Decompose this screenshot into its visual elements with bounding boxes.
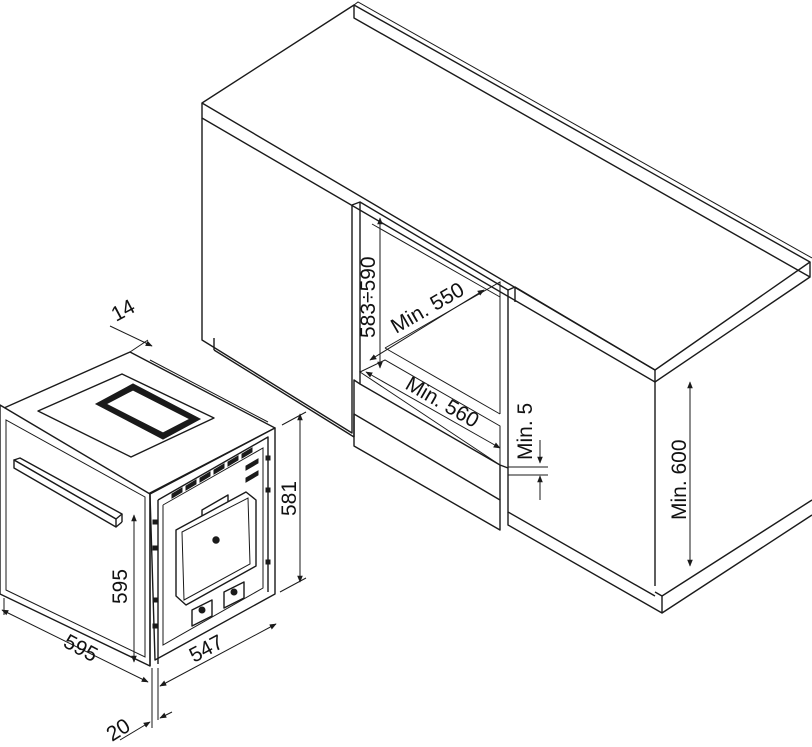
label-floor-height: Min. 600: [668, 439, 691, 520]
label-niche-depth: Min. 560: [402, 372, 483, 432]
worktop-front: [201, 103, 656, 383]
label-oven-height-front: 595: [109, 569, 132, 604]
vent-slots: [171, 447, 259, 499]
worktop-edge: [353, 5, 811, 278]
kitchen-cabinet: [201, 1, 812, 614]
oven-cavity-back: [175, 491, 257, 606]
label-door-thickness: 20: [102, 714, 134, 746]
side-pins: [152, 455, 271, 629]
dimension-lines: [1, 217, 693, 741]
label-gap-below-niche: Min. 5: [514, 403, 537, 460]
oven-feet: [191, 581, 245, 627]
worktop-top: [201, 4, 811, 371]
cabinet-left-door: [201, 118, 353, 434]
cabinet-drawer: [353, 413, 501, 520]
built-in-oven: [0, 351, 276, 667]
label-oven-offset-top: 14: [108, 295, 140, 326]
label-niche-height: 583÷590: [357, 256, 380, 338]
label-niche-width: Min. 550: [387, 278, 468, 338]
cabinet-plinth: [353, 437, 501, 531]
label-oven-height-body: 581: [278, 481, 301, 516]
